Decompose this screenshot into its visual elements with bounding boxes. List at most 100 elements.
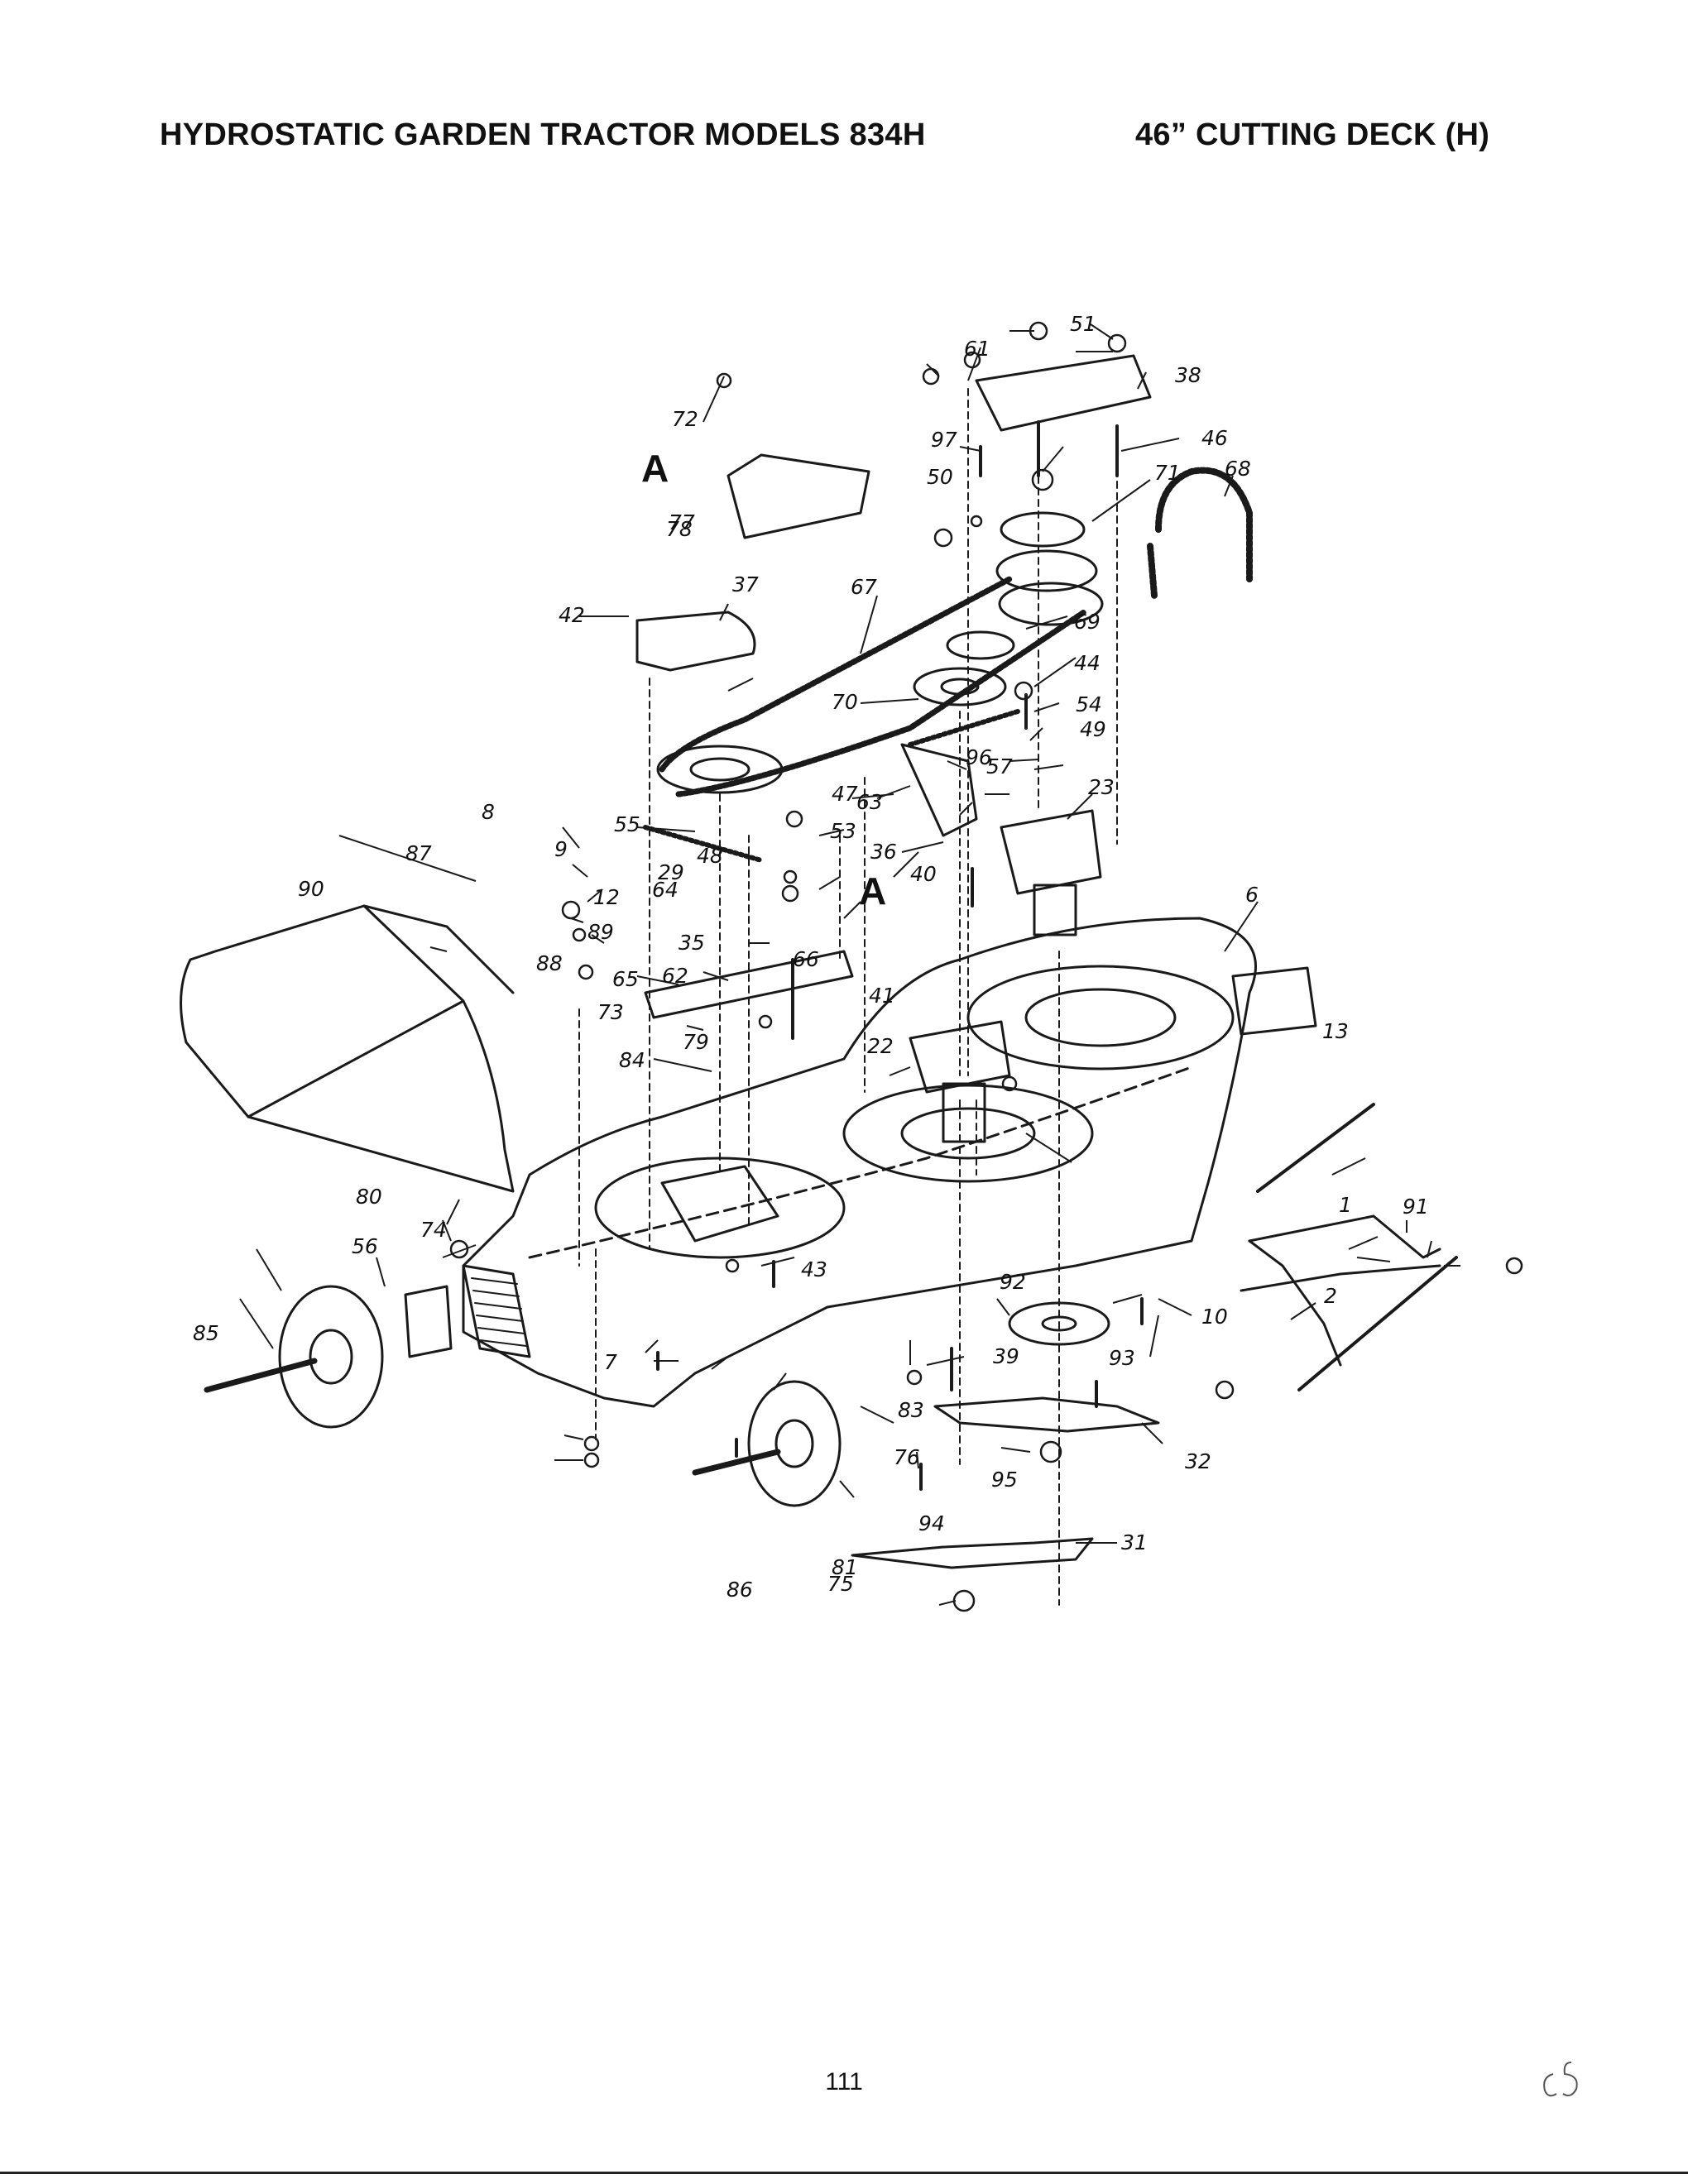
part-label: 81 [832, 1555, 858, 1579]
part-label: 63 [856, 790, 883, 814]
part-label: 68 [1225, 457, 1251, 481]
part-label: 1 [1339, 1193, 1352, 1217]
page-title: HYDROSTATIC GARDEN TRACTOR MODELS 834H [160, 117, 926, 152]
part-label: 44 [1074, 651, 1101, 675]
part-label: 73 [597, 1000, 624, 1024]
part-label: 61 [964, 337, 990, 361]
idler-bracket-37 [635, 611, 756, 672]
part-label: 42 [559, 603, 585, 627]
part-label: 10 [1201, 1305, 1228, 1329]
part-label: 31 [1121, 1530, 1148, 1554]
part-label: 64 [652, 878, 679, 902]
baffle-bracket [644, 950, 854, 1019]
left-spindle-housing [660, 1165, 779, 1243]
rear-right-bracket [1231, 966, 1317, 1036]
center-spindle-housing [909, 1020, 1011, 1094]
part-label: 79 [683, 1030, 709, 1054]
part-label: 7 [604, 1350, 617, 1374]
part-label: 66 [793, 947, 819, 971]
part-label: 85 [193, 1321, 219, 1345]
part-label: 49 [1080, 717, 1106, 741]
assembly-guide-lines [578, 388, 1118, 1606]
part-label: 55 [614, 812, 640, 836]
side-rod [1297, 1256, 1458, 1391]
idler-arm [900, 743, 978, 837]
part-label: 80 [356, 1185, 382, 1209]
deck-housing [462, 917, 1257, 1408]
part-label: 12 [593, 885, 620, 909]
part-label: 39 [993, 1344, 1019, 1368]
part-label: 43 [801, 1257, 827, 1281]
double-pulley-bottom [998, 582, 1104, 626]
part-label: 86 [727, 1578, 753, 1602]
section-title: 46” CUTTING DECK (H) [1135, 117, 1490, 152]
rear-link [1240, 1264, 1441, 1292]
reference-mark-a: A [641, 447, 669, 490]
deck-rim-inner [528, 1066, 1193, 1259]
part-label: 84 [619, 1048, 645, 1072]
shoulder-bolt-81 [692, 1449, 781, 1476]
part-label: 96 [966, 745, 992, 769]
gauge-wheel-77 [747, 1380, 842, 1507]
reference-marks: A A [641, 447, 886, 912]
part-label: 78 [666, 517, 693, 541]
blade-32 [933, 1396, 1160, 1433]
bottom-rule [0, 2172, 1688, 2174]
double-pulley-mid [995, 549, 1098, 592]
gauge-wheel-76 [278, 1285, 384, 1429]
part-label: 57 [986, 754, 1013, 778]
part-label: 69 [1074, 610, 1101, 634]
part-label: 37 [732, 572, 759, 596]
right-spindle-well [966, 965, 1235, 1070]
part-label: 89 [587, 920, 614, 944]
leader-lines [239, 323, 1460, 1606]
part-label: 70 [832, 690, 858, 714]
pulley-cover-38 [975, 354, 1152, 432]
part-label: 8 [482, 800, 495, 824]
front-link [1248, 1214, 1441, 1259]
front-discharge-baffle [462, 1264, 531, 1358]
part-label: 97 [931, 428, 957, 452]
part-label: 53 [830, 819, 856, 843]
part-label: 22 [867, 1034, 894, 1058]
part-label: 72 [672, 407, 698, 431]
part-label: 92 [1000, 1270, 1026, 1294]
part-label: 38 [1175, 363, 1201, 387]
deflector-chute [180, 904, 515, 1193]
part-label: 77 [669, 510, 695, 534]
part-label: 29 [658, 860, 684, 884]
part-label: 47 [832, 782, 858, 806]
part-label: 71 [1154, 461, 1181, 485]
part-label: 94 [918, 1511, 945, 1535]
blade-31 [851, 1537, 1094, 1569]
a-bracket [727, 453, 870, 539]
part-labels: 1 2 6 7 8 9 10 12 13 22 23 29 31 32 35 3… [193, 312, 1429, 1602]
part-label: 93 [1109, 1346, 1135, 1370]
deck-drawing [180, 321, 1523, 1612]
idler-spring [643, 825, 764, 863]
handwritten-mark [1543, 2062, 1578, 2097]
part-label: 36 [870, 840, 897, 864]
part-label: 74 [420, 1218, 447, 1242]
part-label: 90 [298, 877, 324, 901]
part-label: 13 [1322, 1019, 1349, 1043]
center-spindle-well [842, 1084, 1094, 1183]
lift-rod-13 [1256, 1103, 1375, 1193]
part-label: 40 [910, 862, 937, 886]
flat-idler-pulley [946, 630, 1015, 660]
part-label: 76 [894, 1445, 920, 1469]
left-front-bracket [404, 1285, 453, 1358]
part-label: 32 [1185, 1449, 1211, 1473]
part-label: 51 [1070, 312, 1096, 336]
page-number: 111 [825, 2068, 863, 2095]
part-label: 6 [1245, 883, 1259, 907]
part-label: 56 [352, 1234, 378, 1258]
part-label: 50 [927, 465, 953, 489]
part-label: 75 [827, 1572, 854, 1596]
discharge-hatching [471, 1277, 527, 1347]
part-label: 65 [612, 967, 639, 991]
part-label: 88 [536, 951, 563, 975]
part-label: 46 [1201, 426, 1228, 450]
part-label: 41 [869, 984, 895, 1008]
